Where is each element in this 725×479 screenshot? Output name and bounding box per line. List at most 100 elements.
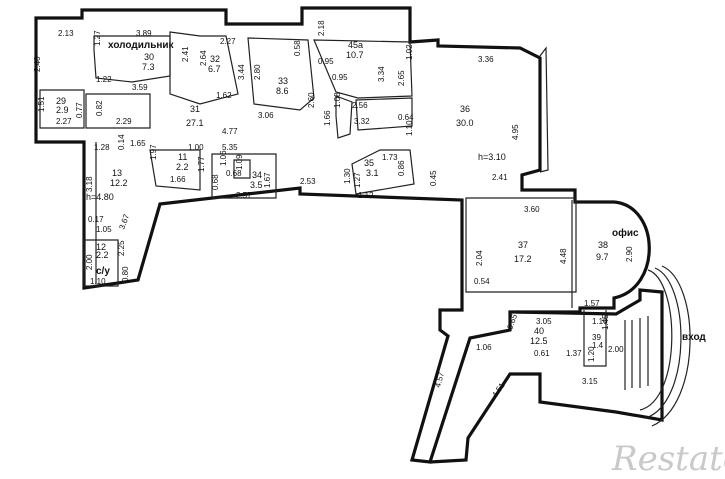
dim: 1.73 xyxy=(382,153,398,162)
dim: 1.67 xyxy=(263,172,272,188)
dim: 1.05 xyxy=(96,225,112,234)
room-area: 1.4 xyxy=(592,341,604,350)
dim: 2.29 xyxy=(116,117,132,126)
room-area: 30.0 xyxy=(456,118,474,128)
dim: 1.66 xyxy=(170,175,186,184)
dim: 2.13 xyxy=(58,29,74,38)
dim: 0.65 xyxy=(505,312,519,330)
dim: 3.05 xyxy=(536,317,552,326)
dim: 1.77 xyxy=(197,156,206,172)
dim: 2.65 xyxy=(397,70,406,86)
dim: 1.08 xyxy=(333,92,342,108)
dim: 0.80 xyxy=(121,266,130,282)
interior-walls xyxy=(39,31,607,367)
room-num: 37 xyxy=(518,240,528,250)
dim: 5.35 xyxy=(222,143,238,152)
fridge-label: холодильник xyxy=(108,40,175,51)
entrance-label: вход xyxy=(682,332,706,343)
dim: 1.10 xyxy=(592,317,608,326)
dim: 1.12 xyxy=(358,191,374,200)
dim: 1.30 xyxy=(343,168,352,184)
room-num: 11 xyxy=(178,152,187,162)
dim: 0.68 xyxy=(211,174,220,190)
room-area: 2.9 xyxy=(56,105,69,115)
room-area: 7.3 xyxy=(142,62,155,72)
dim: 2.90 xyxy=(625,246,634,262)
watermark-logo: Restate xyxy=(611,439,725,479)
dim: 0.82 xyxy=(95,100,104,116)
room-area: 3.5 xyxy=(250,180,263,190)
dimensions: 2.13 3.89 2.40 1.27 2.41 1.22 3.59 2.27 … xyxy=(33,20,634,399)
dim: 1.10 xyxy=(405,120,414,136)
room-num: 31 xyxy=(190,104,200,114)
dim: 3.36 xyxy=(478,55,494,64)
dim: 2.64 xyxy=(199,50,208,66)
room-area: 12.2 xyxy=(110,178,128,188)
dim: 3.06 xyxy=(258,111,274,120)
dim: 0.45 xyxy=(429,170,438,186)
dim: 0.54 xyxy=(474,277,490,286)
dim: 1.97 xyxy=(149,144,158,160)
room-num: 30 xyxy=(144,52,154,62)
dim: 1.06 xyxy=(476,343,492,352)
dim: 1.10 xyxy=(90,277,106,286)
dim: 1.22 xyxy=(96,75,112,84)
dim: 2.04 xyxy=(475,250,484,266)
dim: 3.44 xyxy=(237,64,246,80)
entrance-steps xyxy=(624,265,691,427)
room-num: 12 xyxy=(96,242,106,252)
dim: 2.60 xyxy=(307,92,316,108)
room-area: 27.1 xyxy=(186,118,204,128)
room-area: 2.2 xyxy=(96,250,109,260)
dim: 1.27 xyxy=(353,172,362,188)
dim: 4.48 xyxy=(559,248,568,264)
dim: 2.00 xyxy=(85,254,94,270)
dim: 1.00 xyxy=(188,143,204,152)
dim: 3.60 xyxy=(524,205,540,214)
dim: 0.95 xyxy=(318,57,334,66)
room-num: 13 xyxy=(112,168,122,178)
room-labels: 30 7.3 32 6.7 45a 10.7 33 8.6 29 2.9 31 … xyxy=(56,40,609,350)
dim: 1.65 xyxy=(130,139,146,148)
dim: 2.53 xyxy=(300,177,316,186)
dim: 1.28 xyxy=(94,143,110,152)
outer-walls xyxy=(34,6,664,464)
room-num: 32 xyxy=(210,54,220,64)
text-labels: холодильник офис вход с/у h=3.10 h=4.80 xyxy=(86,40,706,343)
dim: 2.40 xyxy=(33,56,42,72)
dim: 3.59 xyxy=(132,83,148,92)
dim: 1.66 xyxy=(323,110,332,126)
dim: 1.06 xyxy=(219,150,228,166)
room-area: 10.7 xyxy=(346,50,364,60)
dim: 1.02 xyxy=(405,44,414,60)
room-num: 36 xyxy=(460,104,470,114)
dim: 1.62 xyxy=(216,91,232,100)
room-area: 3.1 xyxy=(366,168,379,178)
dim: 0.68 xyxy=(226,169,242,178)
wc-label: с/у xyxy=(96,266,110,277)
dim: 1.57 xyxy=(584,299,600,308)
room-num: 33 xyxy=(278,76,288,86)
height-left-label: h=4.80 xyxy=(86,192,114,202)
dim: 3.32 xyxy=(354,117,370,126)
height-main-label: h=3.10 xyxy=(478,152,506,162)
room-area: 9.7 xyxy=(596,252,609,262)
dim: 1.20 xyxy=(587,346,596,362)
room-area: 8.6 xyxy=(276,86,289,96)
dim: 4.95 xyxy=(511,124,520,140)
room-num: 38 xyxy=(598,240,608,250)
dim: 4.57 xyxy=(433,371,446,389)
dim: 2.25 xyxy=(117,240,126,256)
room-area: 12.5 xyxy=(530,336,548,346)
room-num: 35 xyxy=(364,158,374,168)
dim: 3.34 xyxy=(377,66,386,82)
dim: 0.86 xyxy=(397,160,406,176)
dim: 0.58 xyxy=(293,40,302,56)
room-num: 34 xyxy=(252,170,262,180)
dim: 0.61 xyxy=(534,349,550,358)
dim: 3.15 xyxy=(582,377,598,386)
dim: 0.17 xyxy=(88,215,104,224)
dim: 2.27 xyxy=(220,37,236,46)
dim: 2.80 xyxy=(253,64,262,80)
